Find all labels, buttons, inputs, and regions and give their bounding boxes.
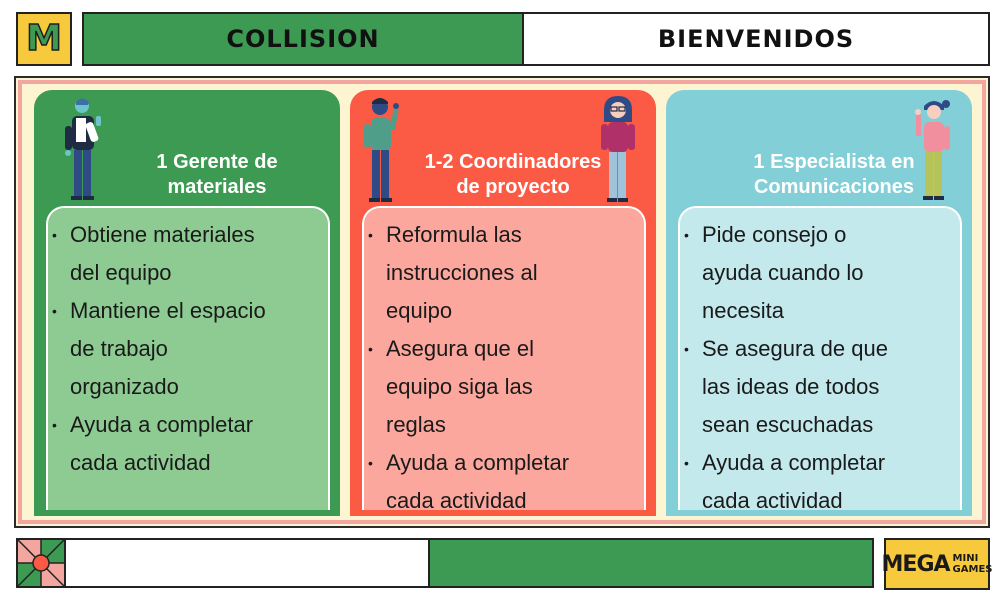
list-item: Ayuda a completar <box>52 406 320 444</box>
list-item-cont: sean escuchadas <box>702 412 874 437</box>
list-item-cont: ayuda cuando lo <box>702 260 864 285</box>
list-item-cont: equipo <box>386 298 453 323</box>
list-item-cont: del equipo <box>70 260 172 285</box>
list-item: Obtiene materiales <box>52 216 320 254</box>
responsibilities-box: Reformula las instrucciones al equipo As… <box>362 206 646 513</box>
list-item: Mantiene el espacio <box>52 292 320 330</box>
responsibilities-list: Obtiene materiales del equipo Mantiene e… <box>52 216 320 482</box>
person-illustration-icon <box>364 98 399 202</box>
logo-mini-text: MINI <box>952 553 979 564</box>
person-illustration-icon <box>915 100 950 200</box>
role-title: 1-2 Coordinadores de proyecto <box>380 150 646 200</box>
list-item: Pide consejo o <box>684 216 952 254</box>
role-card-communications-specialist: 1 Especialista en Comunicaciones Pide co… <box>666 90 972 516</box>
roles-panel: 1 Gerente de materiales Obtiene material… <box>14 76 990 528</box>
role-title-line: de proyecto <box>456 176 570 198</box>
list-item-cont: equipo siga las <box>386 374 533 399</box>
list-item-cont: necesita <box>702 298 784 323</box>
role-title: 1 Gerente de materiales <box>104 150 330 200</box>
role-card-project-coordinators: 1-2 Coordinadores de proyecto Reformula … <box>350 90 656 516</box>
role-title-line: Comunicaciones <box>753 176 915 198</box>
footer-green-bar <box>428 538 874 588</box>
list-item: Ayuda a completar <box>684 444 952 482</box>
list-item: Ayuda a completar <box>368 444 636 482</box>
role-card-materials-manager: 1 Gerente de materiales Obtiene material… <box>34 90 340 516</box>
logo-mega-text: MEGA <box>881 551 951 577</box>
logo-stack: MINI GAMES <box>953 553 993 575</box>
role-title-line: 1 Gerente de <box>156 151 278 173</box>
role-title-line: materiales <box>167 176 267 198</box>
responsibilities-list: Pide consejo o ayuda cuando lo necesita … <box>684 216 952 520</box>
role-title-line: 1 Especialista en <box>753 151 915 173</box>
list-item-cont: cada actividad <box>386 488 527 513</box>
compass-icon <box>16 538 66 588</box>
role-title: 1 Especialista en Comunicaciones <box>706 150 962 200</box>
title-bar: COLLISION <box>82 12 524 66</box>
list-item: Asegura que el <box>368 330 636 368</box>
page-title: COLLISION <box>226 25 380 53</box>
person-illustration-icon <box>65 98 101 200</box>
list-item-cont: reglas <box>386 412 446 437</box>
list-item-cont: organizado <box>70 374 179 399</box>
list-item-cont: las ideas de todos <box>702 374 880 399</box>
logo-letter: M <box>25 18 62 59</box>
responsibilities-box: Obtiene materiales del equipo Mantiene e… <box>46 206 330 510</box>
list-item-cont: cada actividad <box>702 488 843 513</box>
role-title-line: 1-2 Coordinadores <box>424 151 602 173</box>
footer-blank-bar <box>64 538 430 588</box>
mega-minigames-logo[interactable]: MEGA MINI GAMES <box>881 538 993 590</box>
logo-games-text: GAMES <box>952 564 993 575</box>
responsibilities-box: Pide consejo o ayuda cuando lo necesita … <box>678 206 962 513</box>
page-subtitle: BIENVENIDOS <box>657 25 855 53</box>
compass-graphic-icon <box>18 540 64 586</box>
person-illustration-icon <box>601 96 635 202</box>
subtitle-bar: BIENVENIDOS <box>522 12 990 66</box>
list-item: Reformula las <box>368 216 636 254</box>
responsibilities-list: Reformula las instrucciones al equipo As… <box>368 216 636 520</box>
list-item-cont: de trabajo <box>70 336 168 361</box>
list-item-cont: cada actividad <box>70 450 211 475</box>
list-item: Se asegura de que <box>684 330 952 368</box>
app-logo[interactable]: M <box>16 12 72 66</box>
list-item-cont: instrucciones al <box>386 260 538 285</box>
